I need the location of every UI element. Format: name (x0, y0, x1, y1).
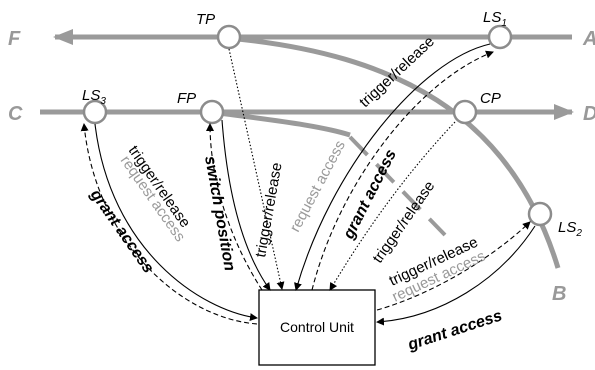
arrow-cu-to-ls1 (311, 50, 494, 291)
control-unit-box (258, 289, 376, 366)
arrow-ls1-to-cu (294, 43, 491, 291)
arrow-ls2-to-cu (376, 225, 536, 326)
arrow-ls3-to-cu (94, 123, 258, 321)
node-TP (216, 24, 242, 50)
label-CP: CP (480, 90, 501, 107)
track-end-D: D (583, 103, 595, 125)
node-LS1 (487, 24, 513, 50)
label-LS1: LS1 (483, 9, 507, 29)
label-LS3: LS3 (82, 87, 106, 107)
track-dashed-extension (348, 135, 447, 237)
track-end-B: B (552, 283, 566, 305)
node-LS3 (82, 99, 108, 125)
track-end-C: C (8, 103, 23, 125)
control-unit-label: Control Unit (280, 319, 354, 335)
node-LS2 (527, 201, 553, 227)
track-end-F: F (8, 28, 21, 50)
arrow-tp-to-cu (228, 48, 285, 290)
label-TP: TP (196, 11, 215, 28)
arrow-cu-to-ls3 (80, 123, 258, 325)
node-FP (199, 99, 225, 125)
arrow-fp-to-cu (221, 119, 271, 291)
track-end-A: A (582, 28, 595, 50)
arrow-cu-to-ls2 (376, 221, 531, 311)
track-curve-fp (211, 109, 351, 138)
arrow-cu-to-fp (206, 123, 263, 291)
arrow-cp-to-cu (329, 121, 456, 291)
label-FP: FP (177, 90, 196, 107)
msg-ls1-trigger-release: trigger/release (356, 33, 438, 111)
node-CP (452, 99, 478, 125)
msg-fp-switch-position: switch position (201, 155, 238, 273)
label-LS2: LS2 (558, 219, 582, 239)
